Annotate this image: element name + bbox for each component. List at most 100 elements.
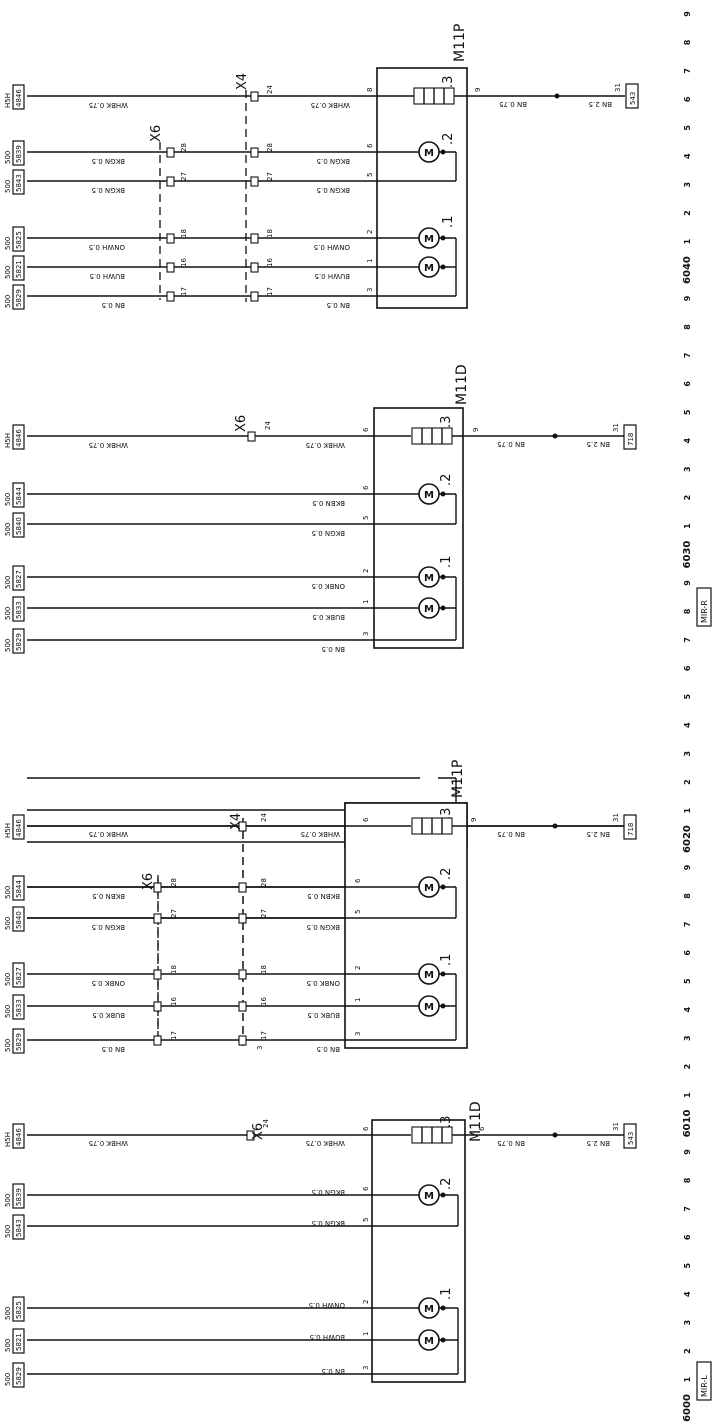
svg-text:5839: 5839 [15, 145, 23, 163]
svg-text:WHBK 0.75: WHBK 0.75 [301, 830, 340, 838]
connector-x6-6000: X6 24 [246, 1119, 270, 1141]
ruler-mark: 5 [683, 409, 692, 415]
svg-text:5843: 5843 [15, 1219, 23, 1237]
svg-text:M: M [424, 1002, 434, 1013]
wire-label: WHBK 0.75 [306, 1139, 345, 1147]
svg-text:X6: X6 [149, 125, 164, 142]
svg-text:5825: 5825 [15, 1301, 23, 1319]
motor-label: .1 [441, 216, 456, 228]
svg-text:24: 24 [260, 813, 268, 822]
ground-6000: BN 0.75 BN 2.5 31 543 [497, 1122, 637, 1149]
motors-6020: M M M [418, 876, 446, 1017]
svg-text:M: M [424, 970, 434, 981]
svg-text:BN 0.75: BN 0.75 [497, 440, 525, 448]
svg-text:5: 5 [354, 910, 362, 914]
ruler-mark: 1 [683, 238, 692, 244]
svg-text:31: 31 [612, 813, 620, 822]
svg-text:BKGN 0.5: BKGN 0.5 [92, 157, 125, 165]
svg-text:BKGN 0.5: BKGN 0.5 [317, 157, 350, 165]
ruler-mark: 5 [683, 1263, 692, 1269]
svg-text:5829: 5829 [15, 633, 23, 651]
svg-text:5844: 5844 [15, 487, 23, 505]
wire-label: BKGN 0.5 [312, 1188, 345, 1196]
svg-text:17: 17 [266, 287, 274, 296]
ruler-mark: 7 [683, 353, 692, 359]
ruler-mark: 7 [683, 68, 692, 74]
svg-text:6: 6 [362, 427, 370, 432]
pin: 6 [362, 1126, 370, 1131]
ruler-mark: 2 [683, 779, 692, 785]
svg-text:500: 500 [4, 151, 12, 164]
svg-text:500: 500 [4, 886, 12, 899]
svg-text:28: 28 [266, 143, 274, 152]
ruler-mark: 6020 [682, 825, 693, 853]
motor-6000-2: M [418, 1184, 446, 1206]
ruler-mark: 2 [683, 210, 692, 216]
svg-text:5: 5 [366, 173, 374, 177]
svg-text:6: 6 [366, 143, 374, 148]
svg-text:BUWH 0.5: BUWH 0.5 [90, 272, 125, 280]
ruler-mark: 6 [683, 665, 692, 671]
page-tag-mir-l: MIR-L [696, 1361, 712, 1401]
svg-text:5: 5 [362, 516, 370, 520]
svg-text:5844: 5844 [15, 880, 23, 898]
svg-text:WHBK 0.75: WHBK 0.75 [311, 101, 350, 109]
svg-text:500: 500 [4, 1005, 12, 1018]
svg-text:4846: 4846 [15, 89, 23, 107]
svg-text:18: 18 [170, 965, 178, 974]
svg-text:BN 2.5: BN 2.5 [587, 440, 610, 448]
ruler-mark: 6040 [682, 256, 693, 284]
svg-text:BN 2.5: BN 2.5 [587, 830, 610, 838]
svg-text:5840: 5840 [15, 517, 23, 535]
svg-text:500: 500 [4, 1339, 12, 1352]
svg-text:BN 0.5: BN 0.5 [327, 301, 350, 309]
ruler-mark: 7 [683, 1206, 692, 1212]
ruler-mark: 5 [683, 978, 692, 984]
svg-text:5833: 5833 [15, 999, 23, 1017]
svg-text:M: M [424, 604, 434, 615]
section-6030: M11D M M M .1 .2 .3 X6 24 3 1 2 5 6 6 9 [4, 364, 637, 654]
svg-text:5840: 5840 [15, 911, 23, 929]
svg-text:BUBK 0.5: BUBK 0.5 [312, 613, 345, 621]
svg-text:500: 500 [4, 1373, 12, 1386]
connector-pins-6020 [153, 821, 247, 1046]
svg-text:500: 500 [4, 917, 12, 930]
ruler-mark: 1 [683, 807, 692, 813]
motor-label: .3 [441, 76, 456, 88]
motor-label: .3 [439, 808, 454, 820]
wire-labels-6020: BN 0.5 BN 0.5 BUBK 0.5 BUBK 0.5 ONBK 0.5… [89, 830, 340, 1053]
ruler-mark: 6000 [682, 1394, 693, 1422]
ruler-mark: 3 [683, 1320, 692, 1326]
wire-label: WHBK 0.75 [89, 1139, 128, 1147]
svg-text:16: 16 [266, 258, 274, 267]
connector-name: X6 [251, 1123, 266, 1140]
ruler-mark: 9 [683, 295, 692, 301]
wire-labels-6040: BN 0.5 BN 0.5 BUWH 0.5 BUWH 0.5 ONWH 0.5… [89, 101, 350, 309]
connector-name: X4 [229, 813, 244, 830]
svg-text:H5H: H5H [4, 823, 12, 838]
svg-text:BKBN 0.5: BKBN 0.5 [312, 499, 345, 507]
svg-text:5829: 5829 [15, 1033, 23, 1051]
ruler-mark: 6030 [682, 541, 693, 569]
ruler-mark: 1 [683, 523, 692, 529]
svg-text:3: 3 [362, 632, 370, 636]
ruler-mark: 4 [683, 1291, 692, 1297]
module-name: M11D [468, 1101, 484, 1142]
connector-pins-6040 [166, 91, 259, 302]
ruler-mark: 4 [683, 153, 692, 159]
connector-name: X6 [141, 873, 156, 890]
ruler-mark: 3 [683, 466, 692, 472]
svg-text:6: 6 [354, 878, 362, 883]
svg-text:17: 17 [260, 1031, 268, 1040]
svg-text:2: 2 [362, 569, 370, 573]
svg-text:27: 27 [180, 172, 188, 181]
ruler-mark: 6 [683, 950, 692, 956]
svg-text:27: 27 [260, 909, 268, 918]
pin: 3 [362, 1366, 370, 1370]
svg-text:718: 718 [627, 433, 635, 446]
svg-text:18: 18 [260, 965, 268, 974]
svg-text:WHBK 0.75: WHBK 0.75 [89, 441, 128, 449]
ruler-mark: 2 [683, 495, 692, 501]
ruler-mark: 6 [683, 1234, 692, 1240]
wire-label: BN 0.75 [497, 1139, 525, 1147]
